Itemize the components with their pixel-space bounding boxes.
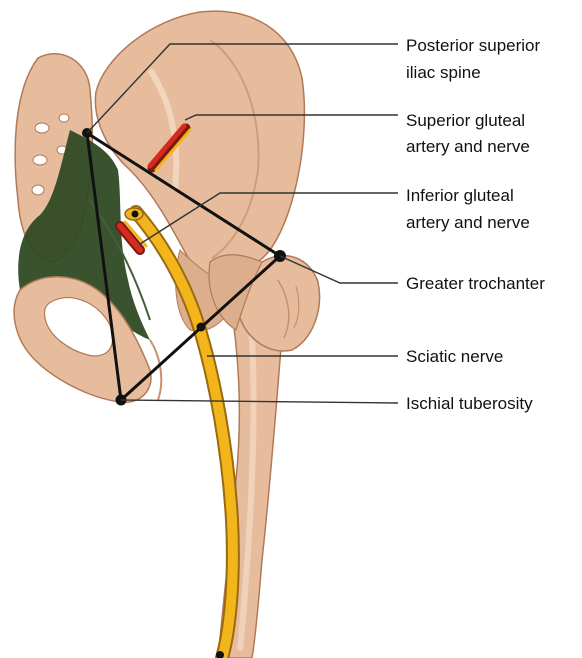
label-greater-trochanter: Greater trochanter (406, 273, 545, 294)
sciatic-nerve-midpoint (197, 323, 206, 332)
label-psis-line1: Posterior superior (406, 35, 540, 56)
label-superior-gluteal-line1: Superior gluteal (406, 110, 525, 131)
label-ischial-tuberosity: Ischial tuberosity (406, 393, 533, 414)
label-superior-gluteal-line2: artery and nerve (406, 136, 530, 157)
label-inferior-gluteal-line2: artery and nerve (406, 212, 530, 233)
sciatic-upper-point (132, 211, 139, 218)
label-psis-line2: iliac spine (406, 62, 481, 83)
label-sciatic-nerve: Sciatic nerve (406, 346, 503, 367)
label-inferior-gluteal-line1: Inferior gluteal (406, 185, 514, 206)
